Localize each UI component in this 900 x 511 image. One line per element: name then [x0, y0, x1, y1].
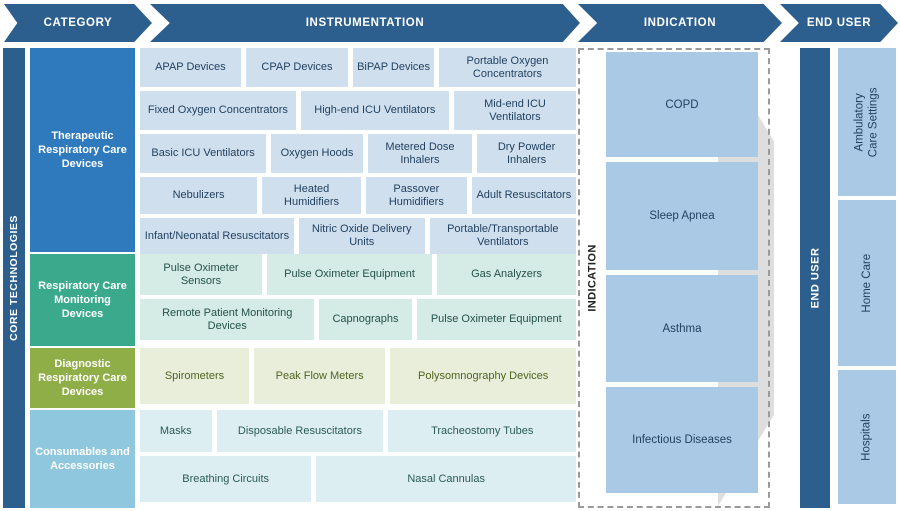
instrumentation-item[interactable]: Nebulizers [140, 177, 258, 214]
indication-item[interactable]: COPD [606, 52, 758, 157]
instrumentation-item[interactable]: Mid-end ICU Ventilators [453, 91, 576, 130]
end-user-item[interactable]: Home Care [838, 200, 896, 366]
header-step-category: CATEGORY [4, 4, 152, 42]
category-block-monitoring: Respiratory Care Monitoring Devices [30, 254, 135, 346]
instrumentation-item[interactable]: Metered Dose Inhalers [367, 134, 473, 173]
header-step-end-user-label: END USER [806, 16, 872, 29]
category-block-therapeutic: Therapeutic Respiratory Care Devices [30, 48, 135, 252]
instrumentation-item[interactable]: BiPAP Devices [353, 48, 434, 87]
header-step-instrumentation-label: INSTRUMENTATION [305, 16, 425, 29]
instrumentation-item[interactable]: Nitric Oxide Delivery Units [298, 218, 425, 254]
indication-item[interactable]: Sleep Apnea [606, 162, 758, 270]
instrumentation-item[interactable]: Dry Powder Inhalers [477, 134, 576, 173]
indication-item[interactable]: Infectious Diseases [606, 387, 758, 493]
instrumentation-item[interactable]: Polysomnography Devices [390, 348, 576, 404]
instrumentation-item[interactable]: High-end ICU Ventilators [300, 91, 449, 130]
core-technologies-rail: CORE TECHNOLOGIES [3, 48, 25, 508]
instrumentation-item[interactable]: Fixed Oxygen Concentrators [140, 91, 296, 130]
end-user-item-label: Hospitals [860, 413, 873, 461]
instrumentation-item[interactable]: Portable Oxygen Concentrators [438, 48, 577, 87]
instrumentation-item[interactable]: APAP Devices [140, 48, 241, 87]
instrumentation-item[interactable]: Adult Resuscitators [471, 177, 577, 214]
instrumentation-item[interactable]: Oxygen Hoods [271, 134, 363, 173]
header-step-end-user: END USER [780, 4, 898, 42]
indication-axis-label-text: INDICATION [587, 244, 600, 312]
instrumentation-item[interactable]: Nasal Cannulas [316, 456, 576, 502]
indication-axis-label: INDICATION [578, 48, 608, 508]
indication-dashed-border [578, 48, 770, 508]
instrumentation-item[interactable]: Pulse Oximeter Equipment [267, 254, 433, 295]
instrumentation-item[interactable]: Breathing Circuits [140, 456, 312, 502]
instrumentation-item[interactable]: Basic ICU Ventilators [140, 134, 267, 173]
instrumentation-item[interactable]: Heated Humidifiers [262, 177, 361, 214]
instrumentation-item[interactable]: Spirometers [140, 348, 249, 404]
instrumentation-item[interactable]: Disposable Resuscitators [216, 410, 384, 452]
header-step-indication: INDICATION [578, 4, 782, 42]
category-block-diagnostic: Diagnostic Respiratory Care Devices [30, 348, 135, 408]
instrumentation-item[interactable]: Peak Flow Meters [253, 348, 386, 404]
category-block-consumables: Consumables and Accessories [30, 410, 135, 508]
instrumentation-item[interactable]: Remote Patient Monitoring Devices [140, 299, 315, 340]
instrumentation-item[interactable]: Masks [140, 410, 212, 452]
end-user-item-label: Home Care [860, 253, 873, 313]
end-user-bar-label: END USER [809, 247, 821, 309]
core-technologies-rail-label: CORE TECHNOLOGIES [8, 215, 21, 341]
instrumentation-item[interactable]: Tracheostomy Tubes [388, 410, 576, 452]
instrumentation-item[interactable]: Pulse Oximeter Sensors [140, 254, 263, 295]
header-step-category-label: CATEGORY [43, 16, 113, 29]
header-step-instrumentation: INSTRUMENTATION [150, 4, 580, 42]
header-step-indication-label: INDICATION [643, 16, 717, 29]
instrumentation-item[interactable]: Portable/Transportable Ventilators [429, 218, 576, 254]
instrumentation-item[interactable]: Infant/Neonatal Resuscitators [140, 218, 294, 254]
instrumentation-item[interactable]: Gas Analyzers [437, 254, 576, 295]
indication-item[interactable]: Asthma [606, 275, 758, 382]
instrumentation-item[interactable]: CPAP Devices [245, 48, 349, 87]
instrumentation-item[interactable]: Capnographs [319, 299, 412, 340]
end-user-bar: END USER [800, 48, 830, 508]
end-user-item[interactable]: Hospitals [838, 370, 896, 504]
instrumentation-item[interactable]: Passover Humidifiers [365, 177, 467, 214]
instrumentation-item[interactable]: Pulse Oximeter Equipment [416, 299, 576, 340]
